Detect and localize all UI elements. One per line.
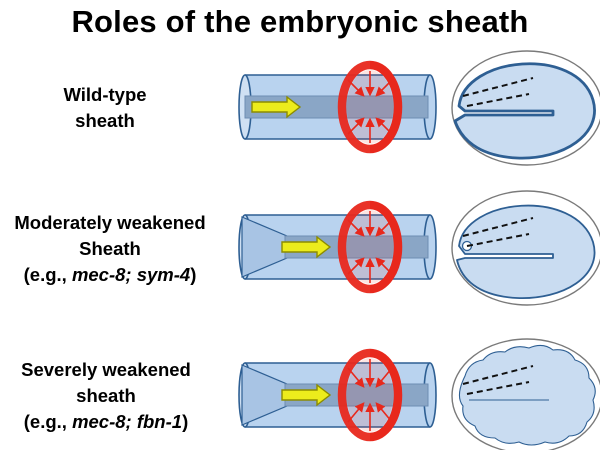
row-label-wild-type: Wild-type sheath (0, 82, 210, 134)
force-arrow (375, 257, 393, 275)
row-label-example: (e.g., mec-8; fbn-1) (23, 411, 189, 432)
dashed-line (462, 365, 534, 385)
row-label-line: Moderately weakened (14, 212, 206, 233)
force-arrow (375, 117, 393, 135)
dashed-line (462, 217, 534, 237)
embryo-body (456, 204, 596, 299)
constriction-ring-back (337, 348, 371, 442)
force-arrow (375, 219, 393, 237)
embryo-body-misshapen (458, 344, 596, 446)
push-arrow (281, 383, 332, 407)
force-arrow (375, 367, 393, 388)
force-arrow (375, 79, 393, 97)
force-arrow (347, 219, 365, 237)
push-arrow (251, 95, 302, 119)
row-diagram-wild (238, 50, 600, 166)
dashed-line (462, 77, 534, 97)
dashed-line (466, 233, 530, 247)
force-arrow (375, 402, 393, 423)
row-label-line: Severely weakened (21, 359, 191, 380)
row-label-severely-weakened: Severely weakened sheath (e.g., mec-8; f… (0, 357, 212, 435)
row-label-moderately-weakened: Moderately weakened Sheath (e.g., mec-8;… (0, 210, 220, 288)
dashed-line (466, 93, 530, 107)
constriction-ring-front (369, 60, 403, 154)
row-diagram-moderate (238, 190, 600, 306)
force-arrow (347, 367, 365, 388)
force-arrow (347, 117, 365, 135)
force-arrow (347, 402, 365, 423)
constriction-ring-shade (347, 358, 393, 432)
force-arrow (347, 79, 365, 97)
row-label-line: sheath (75, 110, 135, 131)
page-title: Roles of the embryonic sheath (71, 4, 529, 39)
constriction-ring-back (337, 60, 371, 154)
constriction-ring-front (369, 348, 403, 442)
dashed-line (466, 381, 530, 395)
embryo-body (453, 62, 596, 160)
row-label-line: Sheath (79, 238, 141, 259)
constriction-ring-front (369, 200, 403, 294)
force-arrow (347, 257, 365, 275)
row-label-line: sheath (76, 385, 136, 406)
push-arrow (281, 235, 332, 259)
constriction-ring-back (337, 200, 371, 294)
gene-names: mec-8; fbn-1 (72, 411, 183, 432)
gene-names: mec-8; sym-4 (71, 264, 191, 285)
row-label-line: Wild-type (63, 84, 147, 105)
row-diagram-severe (238, 338, 600, 450)
row-label-example: (e.g., mec-8; sym-4) (23, 264, 197, 285)
